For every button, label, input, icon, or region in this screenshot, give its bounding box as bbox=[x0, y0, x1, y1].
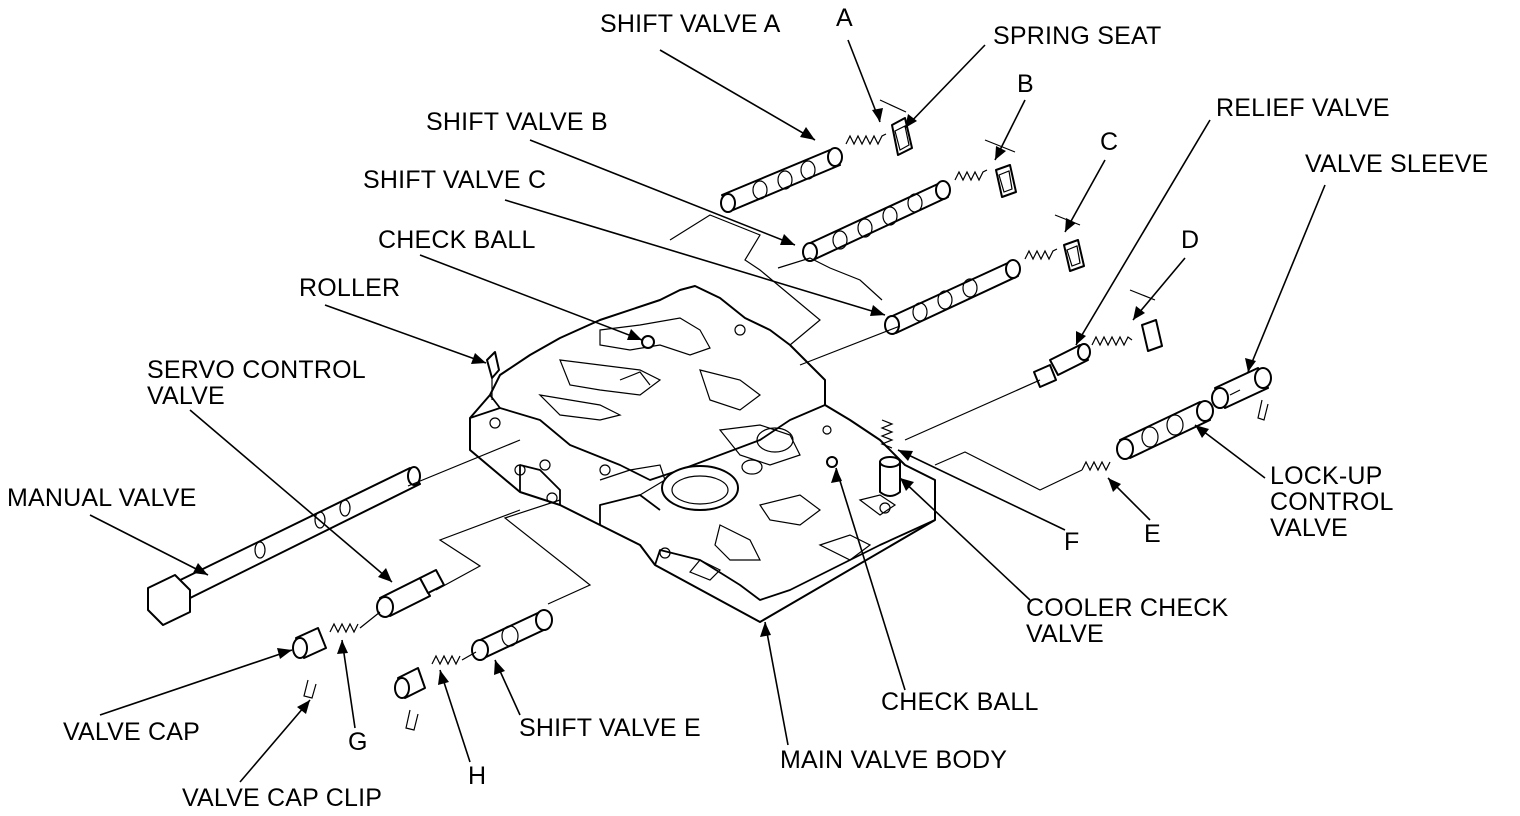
leader-spring-seat bbox=[904, 44, 986, 129]
shift-valve-e bbox=[471, 609, 553, 661]
spring-d bbox=[1091, 335, 1133, 347]
labels: SHIFT VALVE A A SPRING SEAT B SHIFT VALV… bbox=[7, 4, 1489, 812]
valve-cap-g bbox=[292, 627, 327, 659]
leader-d bbox=[1132, 257, 1186, 321]
leader-check-ball-bottom bbox=[835, 467, 906, 691]
valve-cap-clip-h bbox=[405, 709, 419, 731]
main-valve-body bbox=[469, 285, 936, 623]
label-lock-up-line1: LOCK-UP bbox=[1270, 462, 1383, 490]
manual-valve bbox=[147, 466, 421, 626]
label-shift-valve-a: SHIFT VALVE A bbox=[600, 10, 781, 38]
label-b: B bbox=[1017, 70, 1034, 98]
label-lock-up-line2: CONTROL bbox=[1270, 488, 1394, 516]
label-valve-sleeve: VALVE SLEEVE bbox=[1305, 150, 1489, 178]
label-a: A bbox=[836, 4, 853, 32]
shift-valve-b bbox=[802, 180, 951, 262]
label-shift-valve-b: SHIFT VALVE B bbox=[426, 108, 608, 136]
spring-g bbox=[329, 622, 359, 634]
cooler-check-valve bbox=[879, 456, 901, 497]
spring-h bbox=[431, 654, 461, 666]
label-main-valve-body: MAIN VALVE BODY bbox=[780, 746, 1007, 774]
label-roller: ROLLER bbox=[299, 274, 400, 302]
spring-seat-d bbox=[1141, 319, 1163, 352]
leader-roller bbox=[324, 304, 487, 364]
label-lock-up-line3: VALVE bbox=[1270, 514, 1348, 542]
leader-shift-valve-b bbox=[529, 139, 796, 246]
label-valve-cap-clip: VALVE CAP CLIP bbox=[182, 784, 382, 812]
valve-sleeve bbox=[1211, 367, 1272, 409]
label-spring-seat: SPRING SEAT bbox=[993, 22, 1161, 50]
spring-c bbox=[1024, 248, 1058, 261]
spring-f bbox=[880, 419, 894, 449]
servo-control-valve bbox=[376, 569, 445, 618]
shift-valve-a bbox=[720, 147, 843, 213]
spring-seat-b bbox=[995, 164, 1017, 198]
label-valve-cap: VALVE CAP bbox=[63, 718, 200, 746]
label-servo-control-valve-line2: VALVE bbox=[147, 382, 225, 410]
leader-valve-cap bbox=[99, 649, 293, 716]
leader-lock-up bbox=[1194, 424, 1266, 479]
label-check-ball-bottom: CHECK BALL bbox=[881, 688, 1039, 716]
label-shift-valve-c: SHIFT VALVE C bbox=[363, 166, 546, 194]
spring-a bbox=[845, 133, 887, 146]
label-shift-valve-e: SHIFT VALVE E bbox=[519, 714, 701, 742]
leader-h bbox=[439, 669, 471, 763]
roller bbox=[486, 351, 500, 379]
leader-manual-valve bbox=[89, 514, 209, 576]
label-d: D bbox=[1181, 226, 1199, 254]
valve-cap-h bbox=[394, 667, 426, 699]
spring-seat-c bbox=[1063, 239, 1085, 272]
spring-b bbox=[954, 169, 988, 182]
leader-g bbox=[341, 639, 356, 729]
leader-relief-valve bbox=[1075, 119, 1211, 346]
label-g: G bbox=[348, 728, 368, 756]
leader-main-valve-body bbox=[764, 621, 789, 746]
relief-valve bbox=[1033, 343, 1091, 388]
label-check-ball-top: CHECK BALL bbox=[378, 226, 536, 254]
lock-up-control-valve bbox=[1116, 400, 1214, 460]
leader-f bbox=[897, 449, 1066, 531]
leader-c bbox=[1064, 159, 1106, 233]
leader-check-ball-top bbox=[419, 254, 643, 341]
label-e: E bbox=[1144, 520, 1161, 548]
sleeve-clip bbox=[1257, 399, 1269, 421]
label-servo-control-valve-line1: SERVO CONTROL bbox=[147, 356, 366, 384]
leader-shift-valve-c bbox=[504, 199, 886, 316]
spring-seat-a bbox=[891, 117, 913, 156]
label-h: H bbox=[468, 762, 486, 790]
leader-servo-control-valve bbox=[189, 409, 393, 583]
label-cooler-check-valve-line1: COOLER CHECK bbox=[1026, 594, 1229, 622]
label-relief-valve: RELIEF VALVE bbox=[1216, 94, 1390, 122]
leader-valve-sleeve bbox=[1247, 184, 1326, 373]
label-c: C bbox=[1100, 128, 1118, 156]
valve-cap-clip bbox=[303, 679, 317, 699]
label-manual-valve: MANUAL VALVE bbox=[7, 484, 197, 512]
leader-shift-valve-a bbox=[659, 49, 816, 141]
label-cooler-check-valve-line2: VALVE bbox=[1026, 620, 1104, 648]
shift-valve-c bbox=[884, 259, 1021, 335]
leader-cooler-check-valve bbox=[899, 477, 1031, 601]
leader-a bbox=[847, 39, 881, 123]
label-f: F bbox=[1064, 528, 1079, 556]
leader-valve-cap-clip bbox=[239, 699, 311, 783]
alignment-lines bbox=[359, 99, 1241, 661]
arrowheads bbox=[193, 108, 1256, 714]
spring-e bbox=[1081, 460, 1111, 472]
